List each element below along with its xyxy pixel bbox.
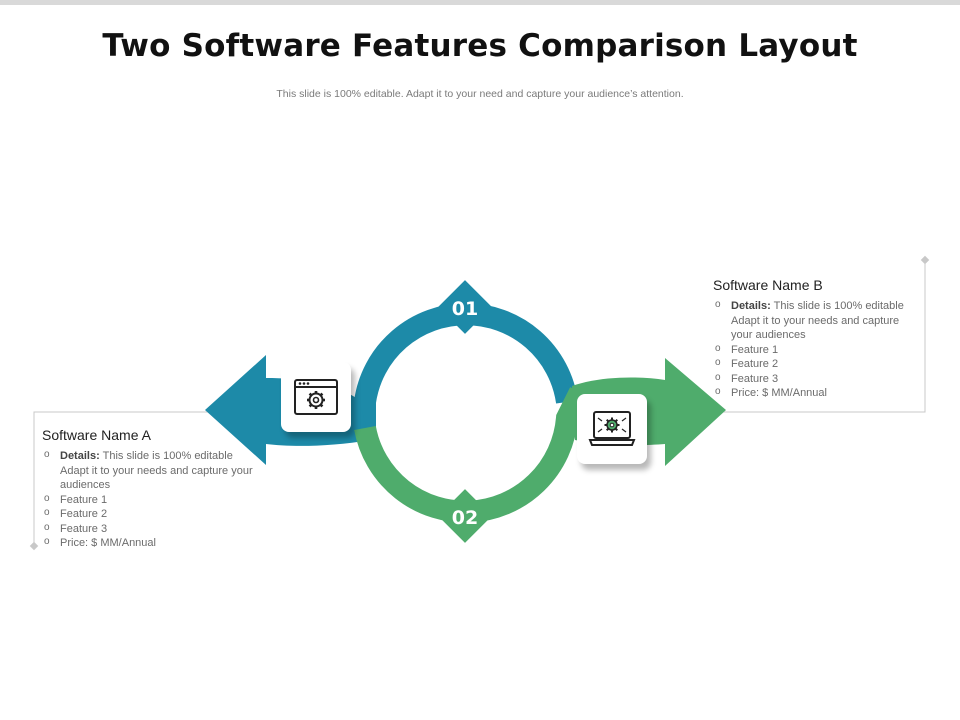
software-a-feature-3: Feature 3	[42, 521, 257, 537]
software-a-details-label: Details:	[60, 450, 100, 462]
step-02-badge: 02	[438, 489, 492, 543]
software-a-feature-2: Feature 2	[42, 506, 257, 522]
software-b-panel: Software Name B Details: This slide is 1…	[713, 277, 918, 401]
software-b-feature-2: Feature 2	[713, 356, 918, 372]
page-title: Two Software Features Comparison Layout	[102, 28, 858, 64]
blue-arc-arrow	[205, 303, 578, 465]
green-arc-arrow	[354, 358, 726, 523]
software-b-price: Price: $ MM/Annual	[713, 385, 918, 401]
software-b-bracket	[700, 260, 926, 413]
step-01-number: 01	[452, 298, 478, 320]
software-b-bracket-diamond	[920, 255, 930, 265]
top-bar	[0, 0, 960, 5]
laptop-gear-icon	[588, 411, 636, 446]
software-b-icon-card	[577, 394, 647, 464]
browser-gear-icon	[294, 379, 338, 415]
page-subtitle: This slide is 100% editable. Adapt it to…	[276, 88, 684, 100]
software-b-feature-3: Feature 3	[713, 371, 918, 387]
software-b-title: Software Name B	[713, 277, 823, 293]
software-a-price: Price: $ MM/Annual	[42, 535, 257, 551]
step-01-badge: 01	[438, 280, 492, 334]
software-a-bracket	[33, 411, 262, 546]
software-b-details-label: Details:	[731, 300, 771, 312]
software-b-list: Details: This slide is 100% editable Ada…	[713, 298, 918, 401]
software-a-icon-card	[281, 362, 351, 432]
step-02-number: 02	[452, 507, 478, 529]
software-b-details-text: This slide is 100% editable Adapt it to …	[731, 300, 904, 341]
software-a-panel: Software Name A Details: This slide is 1…	[42, 427, 257, 551]
software-b-details: Details: This slide is 100% editable Ada…	[713, 298, 918, 343]
software-a-bracket-diamond	[29, 541, 39, 551]
software-b-feature-1: Feature 1	[713, 342, 918, 358]
software-a-details-text: This slide is 100% editable Adapt it to …	[60, 450, 253, 491]
software-a-list: Details: This slide is 100% editable Ada…	[42, 448, 257, 551]
software-a-feature-1: Feature 1	[42, 492, 257, 508]
software-a-details: Details: This slide is 100% editable Ada…	[42, 448, 257, 493]
software-a-title: Software Name A	[42, 427, 151, 443]
